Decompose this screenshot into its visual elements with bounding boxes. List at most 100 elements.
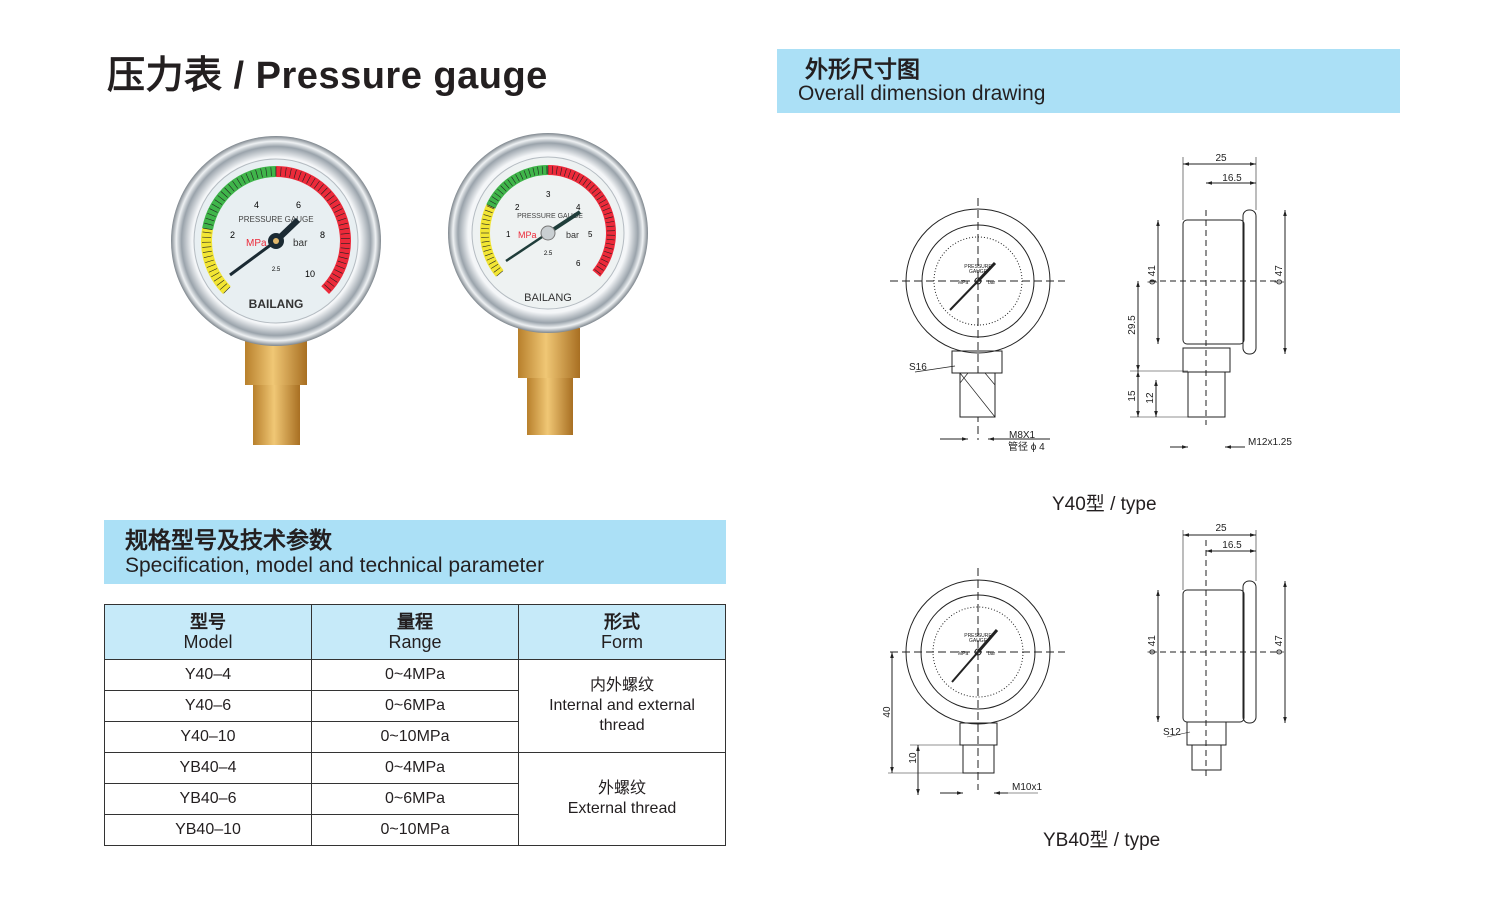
dial-tick [555,166,558,175]
dial-tick [336,265,345,269]
dial-tick [484,252,493,257]
dial-tick [598,199,607,204]
dial-tick [202,250,212,253]
svg-text:PRESSURE: PRESSURE [964,264,992,270]
thread-fitting [527,378,573,435]
dial-tick [211,203,220,209]
tick: 5 [588,230,593,239]
dial-tick [327,195,335,202]
tick: 6 [296,200,301,210]
product-photos: PRESSURE GAUGE MPa bar BAILANG 2.5 2 4 6… [171,133,648,445]
dial-tick [236,178,242,187]
dial-tick [232,180,239,189]
dial-tick [598,262,607,267]
dial-tick [255,169,259,179]
dial-tick [591,187,598,194]
dial-tick [214,199,223,205]
dial-tick [208,268,218,273]
unit-mpa: MPa [518,230,537,240]
svg-text:10: 10 [908,752,919,764]
dial-tick [483,248,492,252]
dial-tick [551,166,553,175]
dial-tick [340,247,350,250]
dial-band-yellow [201,227,231,295]
svg-text:M12x1.25: M12x1.25 [1248,437,1292,448]
svg-text:MPa: MPa [958,280,969,286]
dial-tick [205,217,215,222]
svg-text:M10x1: M10x1 [1012,782,1042,793]
svg-text:25: 25 [1215,523,1227,534]
dial-tick [329,277,338,283]
svg-text:ϕ 47: ϕ 47 [1274,635,1285,655]
brand: BAILANG [524,292,572,304]
svg-text:16.5: 16.5 [1222,540,1242,551]
dial-band-green [486,165,548,209]
dial-tick [313,180,320,189]
dial-band-yellow [479,204,504,277]
dial-tick [228,184,235,192]
tick: 1 [506,230,511,239]
dial-tick [496,270,503,277]
dial-tick [582,178,588,186]
dial-tick [487,204,495,209]
svg-text:ϕ 47: ϕ 47 [1274,265,1285,285]
dial-tick [503,182,510,189]
dial-tick [332,273,341,279]
y40-side-view: 25 16.5 ϕ 41 ϕ 47 29.5 15 12 M12x1.25 [1127,153,1292,449]
banner-title-en: Overall dimension drawing [798,82,1046,105]
dial-tick [202,231,212,234]
svg-text:bar: bar [988,280,996,286]
svg-text:S12: S12 [1163,727,1181,738]
specification-banner: 规格型号及技术参数 Specification, model and techn… [104,520,726,584]
dial-tick [207,213,216,217]
dial-tick [481,236,490,238]
dial-tick [600,203,609,208]
dial-tick [265,167,268,177]
dial-tick [338,256,348,260]
gauge-label: PRESSURE GAUGE [238,215,313,224]
yb40-side-view: 25 16.5 ϕ 41 ϕ 47 S12 [1147,523,1287,780]
dial-tick [486,205,495,210]
dial-tick [324,284,332,291]
dial-tick [297,171,302,181]
svg-text:40: 40 [882,706,893,718]
gauge-photo-yb40: PRESSURE GAUGE MPa bar BAILANG 2.5 1 2 3… [448,133,648,435]
dial-tick [336,213,345,217]
dial-tick [306,175,312,184]
svg-text:M8X1: M8X1 [1009,430,1036,441]
tick: 10 [305,269,315,279]
dial-tick [203,227,213,231]
dial-tick [209,208,218,213]
banner-title-cn: 规格型号及技术参数 [125,527,332,553]
dial-tick [532,167,536,176]
dial-tick [293,169,297,179]
banner-title-en: Specification, model and technical param… [125,554,545,577]
dial-tick [579,176,584,184]
dial-tick [324,191,332,198]
dial-tick [606,242,615,245]
dial-tick [203,255,213,258]
dial-tick [563,168,567,177]
dial-tick [596,195,604,201]
dial-tick [213,276,222,282]
dial-tick [567,169,572,178]
banner-title-cn: 外形尺寸图 [805,56,920,82]
unit-bar: bar [566,230,579,240]
dial-band-green [202,166,276,230]
hex-fitting [518,328,580,378]
dial-tick [332,203,341,209]
dial-tick [270,167,272,177]
svg-text:15: 15 [1127,390,1138,402]
dial-tick [211,272,220,278]
dial-tick [493,267,501,273]
dial-tick [511,176,517,184]
dial-tick [588,184,595,191]
svg-text:管径 ϕ 4: 管径 ϕ 4 [1008,440,1045,453]
